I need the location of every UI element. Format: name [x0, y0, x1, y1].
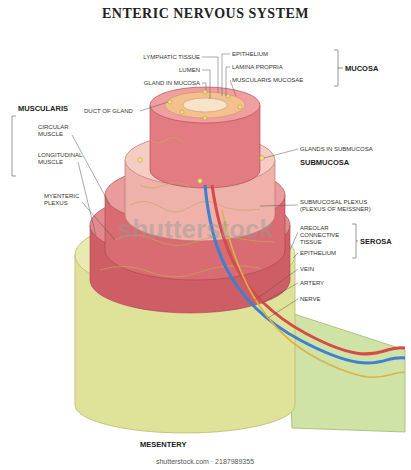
part-label: AREOLAR CONNECTIVE TISSUE [300, 225, 352, 246]
epithelium-ring [165, 92, 245, 118]
part-label: DUCT OF GLAND [84, 108, 133, 115]
layer-label: SEROSA [360, 237, 392, 246]
layer-label: SUBMUCOSA [300, 158, 349, 167]
glands [138, 90, 265, 183]
part-label: GLAND IN MUCOSA [144, 80, 200, 87]
part-label: LAMINA PROPRIA [232, 64, 283, 71]
nerve-plexus [100, 137, 275, 277]
part-label: SUBMUCOSAL PLEXUS (PLEXUS OF MEISSNER) [300, 199, 384, 213]
layer-label: MESENTERY [140, 440, 186, 449]
layer-label: MUCOSA [345, 64, 378, 73]
part-label: GLANDS IN SUBMUCOSA [300, 146, 373, 153]
part-label: MUSCULARIS MUCOSAE [232, 77, 303, 84]
part-label: LUMEN [179, 67, 200, 74]
part-label: EPITHELIUM [232, 51, 268, 58]
part-label: CIRCULAR MUSCLE [38, 124, 78, 138]
part-label: VEIN [300, 266, 314, 273]
diagram-title: ENTERIC NERVOUS SYSTEM [0, 6, 411, 22]
lumen [183, 98, 227, 112]
vein-vessel [205, 185, 405, 363]
part-label: LYMPHATIC TISSUE [143, 54, 200, 61]
part-label: LONGITUDINAL MUSCLE [38, 152, 88, 166]
part-label: ARTERY [300, 280, 324, 287]
layer-label: MUSCULARIS [18, 104, 68, 113]
part-label: MYENTERIC PLEXUS [44, 193, 84, 207]
watermark: shutterstock.com · 2187989355 [156, 458, 254, 466]
mucosa-top [150, 87, 260, 123]
watermark: shutterstock [118, 215, 274, 243]
leader-lines [72, 54, 298, 318]
part-label: NERVE [300, 296, 321, 303]
part-label: EPITHELIUM [300, 250, 336, 257]
brackets [12, 50, 358, 258]
